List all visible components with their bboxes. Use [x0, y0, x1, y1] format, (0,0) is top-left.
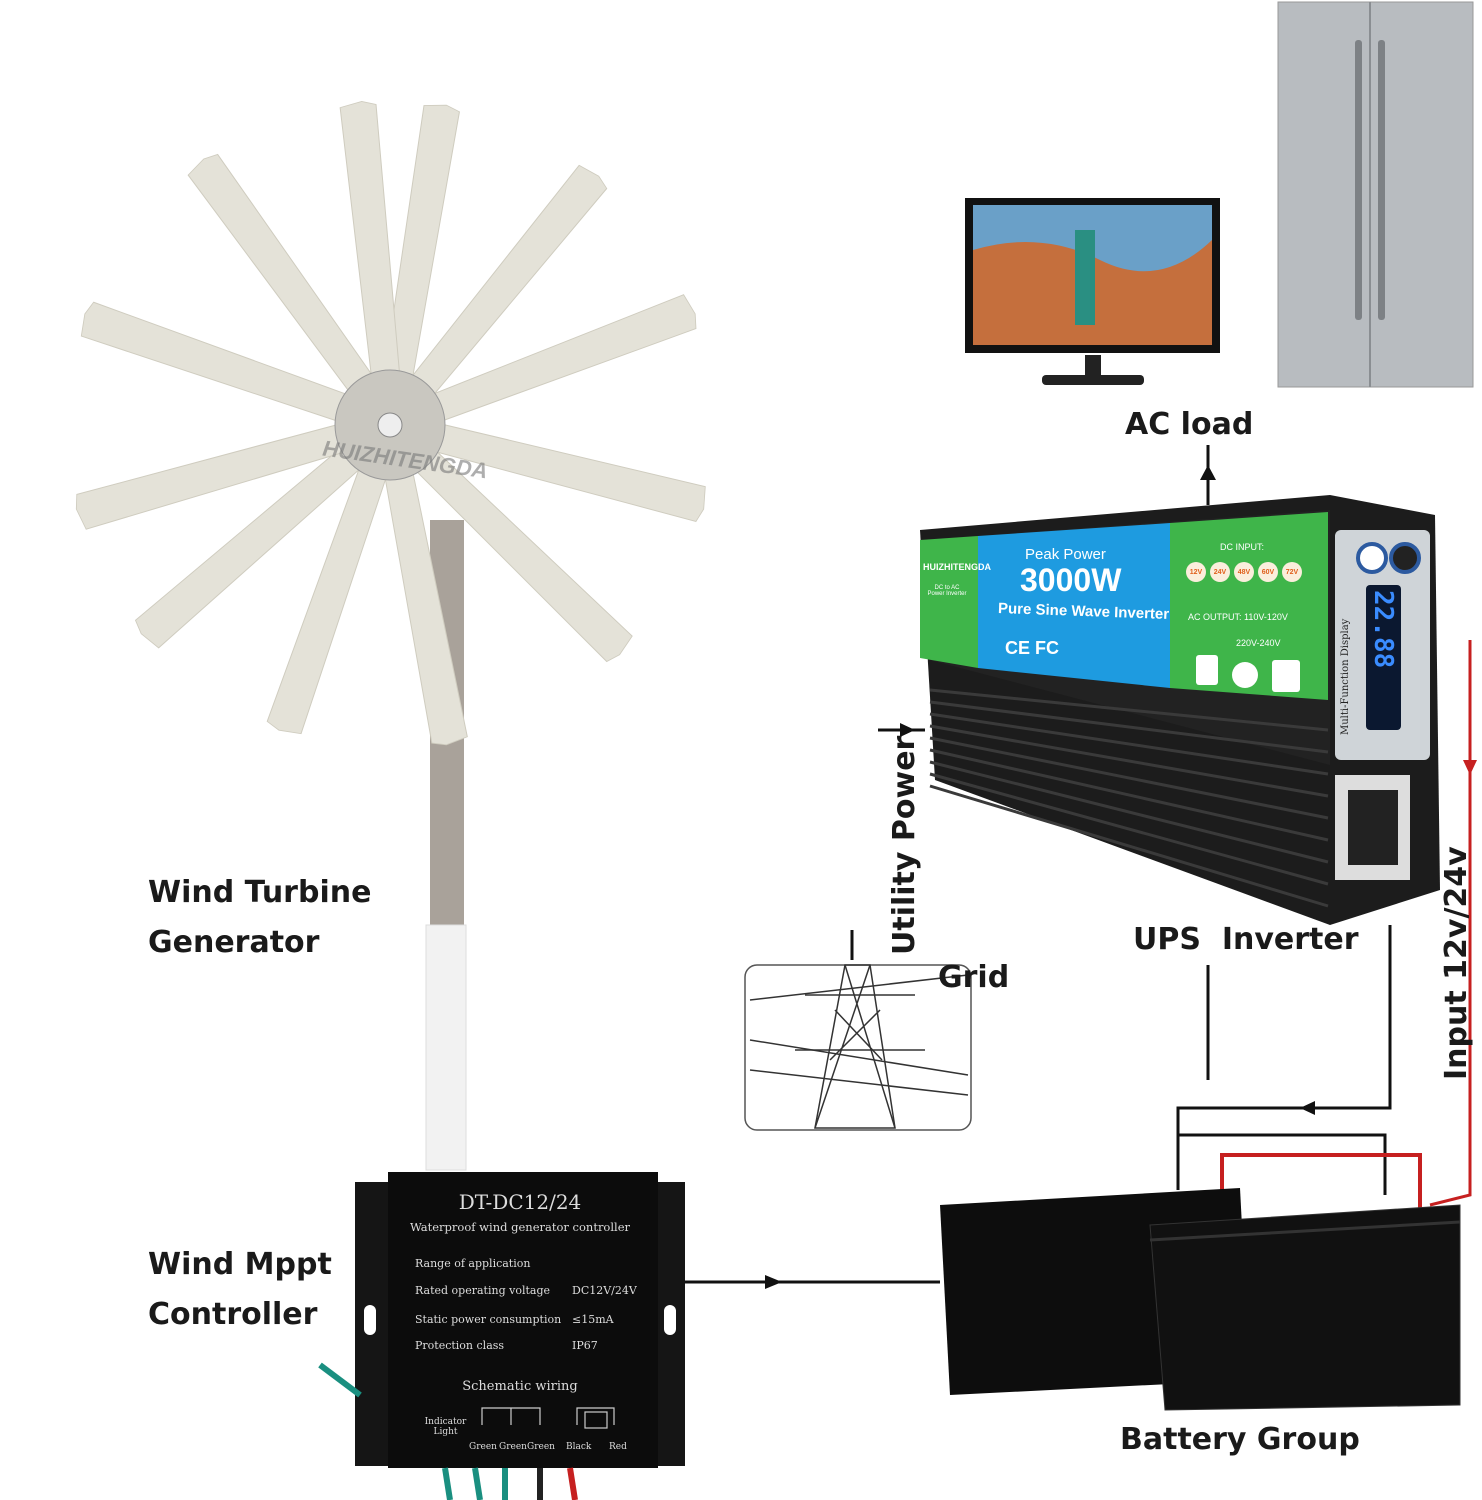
battery-group-icon: [940, 1188, 1461, 1411]
dc-input-options: 12V 24V 48V 60V 72V: [1186, 562, 1302, 582]
inverter-brand: HUIZHITENGDA: [923, 562, 991, 572]
spec-value: IP67: [572, 1339, 598, 1352]
wire-label: Green: [499, 1442, 527, 1452]
ac-output-label: AC OUTPUT: 110V-120V: [1188, 612, 1288, 622]
label-line: Generator: [148, 925, 320, 960]
dc-input-badge: 48V: [1234, 562, 1254, 582]
power-rating: 3000W: [1020, 562, 1122, 598]
wire-label: Green: [469, 1442, 497, 1452]
wind-turbine-label: Wind Turbine Generator: [148, 868, 371, 968]
ac-load-label: AC load: [1125, 407, 1254, 442]
spec-name: Static power consumption: [415, 1313, 562, 1326]
spec-name: Rated operating voltage: [415, 1284, 550, 1297]
spec-value: DC12V/24V: [572, 1284, 637, 1297]
ups-inverter-label: UPS Inverter: [1133, 922, 1359, 957]
ac-output-title: AC OUTPUT:: [1188, 612, 1242, 622]
battery-group-label: Battery Group: [1120, 1422, 1360, 1457]
heat-sink-fin: [929, 784, 1329, 908]
controller-label-panel: DT-DC12/24 Waterproof wind generator con…: [355, 1172, 685, 1468]
grid-tower-icon: [744, 964, 972, 1131]
heat-sink-fin: [929, 736, 1329, 820]
dc-input-badge: 12V: [1186, 562, 1206, 582]
heat-sink-fin: [929, 688, 1329, 732]
controller-subtitle: Waterproof wind generator controller: [409, 1220, 631, 1234]
heat-sink-fin: [929, 700, 1329, 754]
ac-output-110: 110V-120V: [1244, 612, 1288, 622]
refrigerator-icon: [1277, 1, 1474, 388]
turbine-pole-base: [425, 924, 467, 1171]
display-readout: 22.88: [1368, 590, 1398, 669]
label-line: Wind Turbine: [148, 875, 372, 910]
label-line: Wind Mppt: [148, 1247, 332, 1282]
spec-name: Range of application: [415, 1257, 531, 1270]
dc-input-badge: 72V: [1282, 562, 1302, 582]
dc-input-label: DC INPUT:: [1220, 542, 1265, 552]
inverter-brand-sub: DC to AC Power Inverter: [927, 585, 967, 597]
tv-icon: [965, 198, 1220, 385]
wire-label: Green: [527, 1442, 555, 1452]
schematic-title: Schematic wiring: [462, 1379, 578, 1394]
grid-label: Grid: [938, 960, 1010, 995]
peak-power-label: Peak Power: [1025, 546, 1106, 563]
label-line: Controller: [148, 1297, 318, 1332]
indicator-light-label: Indicator Light: [424, 1417, 467, 1437]
display-label: Multi-Function Display: [1340, 618, 1351, 735]
wind-mppt-controller: [318, 1172, 685, 1500]
dc-input-badge: 24V: [1210, 562, 1230, 582]
heat-sink-fin: [929, 760, 1329, 864]
turbine-blades: [75, 101, 706, 746]
controller-model: DT-DC12/24: [458, 1190, 582, 1214]
utility-power-label: Utility Power: [887, 735, 922, 955]
wind-mppt-label: Wind Mppt Controller: [148, 1240, 332, 1340]
spec-name: Protection class: [415, 1339, 505, 1352]
heat-sink-fin: [929, 712, 1329, 776]
inverter: [920, 495, 1440, 925]
spec-value: ≤15mA: [572, 1313, 614, 1326]
wire-label: Black: [566, 1442, 592, 1452]
certifications: CE FC: [1005, 638, 1059, 658]
wire-label: Red: [609, 1442, 627, 1452]
heat-sink-fin: [929, 748, 1329, 842]
heat-sink-fin: [929, 724, 1329, 798]
heat-sink-fin: [929, 772, 1329, 886]
ac-output-220: 220V-240V: [1236, 638, 1281, 648]
wind-turbine: [75, 101, 706, 1171]
dc-input-badge: 60V: [1258, 562, 1278, 582]
input-voltage-label: Input 12v/24v: [1439, 846, 1474, 1080]
